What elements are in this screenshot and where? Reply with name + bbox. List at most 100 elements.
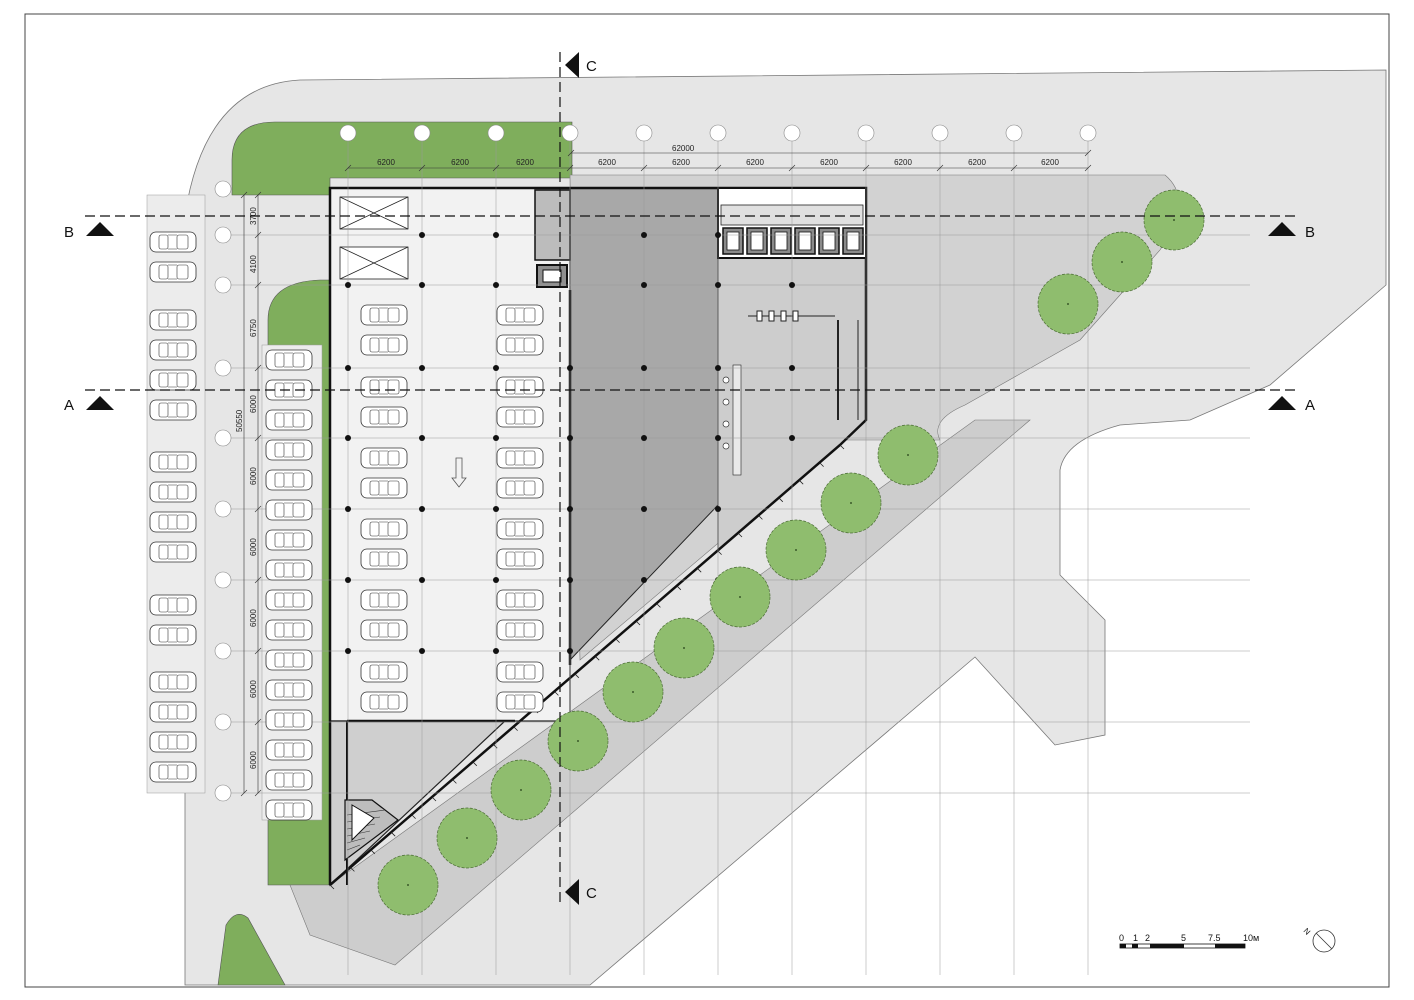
parked-car xyxy=(496,477,544,499)
parked-car xyxy=(265,679,313,701)
dimension-tick xyxy=(418,164,426,172)
lawn-north xyxy=(231,121,573,196)
column xyxy=(345,648,351,654)
column xyxy=(345,577,351,583)
parked-car xyxy=(496,304,544,326)
facade-tick xyxy=(778,497,784,503)
parked-car xyxy=(265,619,313,641)
parked-car xyxy=(149,369,197,391)
facade-tick xyxy=(737,532,743,538)
grid-axis-bubble xyxy=(214,276,232,294)
structural-columns xyxy=(345,232,795,654)
svg-text:6200: 6200 xyxy=(516,158,534,167)
column xyxy=(493,648,499,654)
grid-axis-bubble xyxy=(709,124,727,142)
grid-axis-bubble xyxy=(214,180,232,198)
parked-car xyxy=(265,349,313,371)
facade-tick xyxy=(513,726,518,731)
dimension-tick xyxy=(344,164,352,172)
parked-car xyxy=(360,447,408,469)
parked-car xyxy=(496,518,544,540)
dimension-tick xyxy=(566,164,574,172)
parked-car xyxy=(496,661,544,683)
column xyxy=(641,435,647,441)
svg-text:C: C xyxy=(586,885,597,902)
column xyxy=(715,282,721,288)
facade-tick xyxy=(819,462,824,467)
facade-tick xyxy=(798,479,804,485)
grid-axis-bubble xyxy=(214,500,232,518)
tree-center xyxy=(1121,261,1123,263)
column xyxy=(345,282,351,288)
parked-car xyxy=(265,649,313,671)
column xyxy=(567,365,573,371)
grid-axis-bubble xyxy=(214,359,232,377)
dimension-tick xyxy=(936,164,944,172)
parked-car xyxy=(149,731,197,753)
facade-tick xyxy=(594,655,600,661)
tree-center xyxy=(683,647,685,649)
facade-tick xyxy=(758,515,763,520)
svg-text:6000: 6000 xyxy=(249,395,258,413)
dimension-tick xyxy=(788,164,796,172)
svg-text:6200: 6200 xyxy=(820,158,838,167)
dimension-tick xyxy=(862,164,870,172)
column xyxy=(641,282,647,288)
tree-center xyxy=(520,789,522,791)
parked-car xyxy=(149,671,197,693)
tree-center xyxy=(850,502,852,504)
parked-car xyxy=(265,589,313,611)
svg-text:6200: 6200 xyxy=(672,158,690,167)
svg-text:6200: 6200 xyxy=(968,158,986,167)
retail-round-marks xyxy=(722,376,730,450)
column xyxy=(345,435,351,441)
parked-car xyxy=(149,481,197,503)
parked-car xyxy=(265,469,313,491)
svg-text:6000: 6000 xyxy=(249,538,258,556)
parked-car xyxy=(360,619,408,641)
facade-tick xyxy=(717,550,722,555)
grid-axis-bubble xyxy=(214,226,232,244)
svg-text:A: A xyxy=(1305,397,1315,414)
facade-tick xyxy=(390,831,396,837)
parked-car xyxy=(360,304,408,326)
column xyxy=(345,365,351,371)
svg-text:5: 5 xyxy=(1181,933,1186,943)
parked-car xyxy=(149,701,197,723)
parked-car xyxy=(360,334,408,356)
parked-car xyxy=(265,559,313,581)
column xyxy=(493,232,499,238)
tree-center xyxy=(1067,303,1069,305)
structural-grid xyxy=(214,124,1250,975)
column xyxy=(715,435,721,441)
grid-axis-bubble xyxy=(931,124,949,142)
parked-car xyxy=(149,309,197,331)
grid-axis-bubble xyxy=(1079,124,1097,142)
tree-center xyxy=(1173,219,1175,221)
parked-car xyxy=(265,709,313,731)
column xyxy=(567,648,573,654)
tree-center xyxy=(632,691,634,693)
parked-car xyxy=(360,406,408,428)
parked-car xyxy=(496,589,544,611)
column xyxy=(419,282,425,288)
parked-car xyxy=(360,518,408,540)
grid-axis-bubble xyxy=(487,124,505,142)
parked-car xyxy=(360,376,408,398)
facade-tick xyxy=(329,884,335,890)
parked-car xyxy=(265,769,313,791)
facade-tick xyxy=(676,585,682,591)
facade-tick xyxy=(839,444,845,450)
column xyxy=(493,435,499,441)
parked-car xyxy=(496,447,544,469)
svg-text:0: 0 xyxy=(1119,933,1124,943)
svg-text:6000: 6000 xyxy=(249,467,258,485)
svg-text:4100: 4100 xyxy=(249,255,258,273)
grid-axis-bubble xyxy=(214,429,232,447)
dimension-tick xyxy=(714,164,722,172)
tree-center xyxy=(739,596,741,598)
parked-car xyxy=(496,548,544,570)
parked-car xyxy=(149,451,197,473)
column xyxy=(641,577,647,583)
facade-tick xyxy=(452,779,457,784)
